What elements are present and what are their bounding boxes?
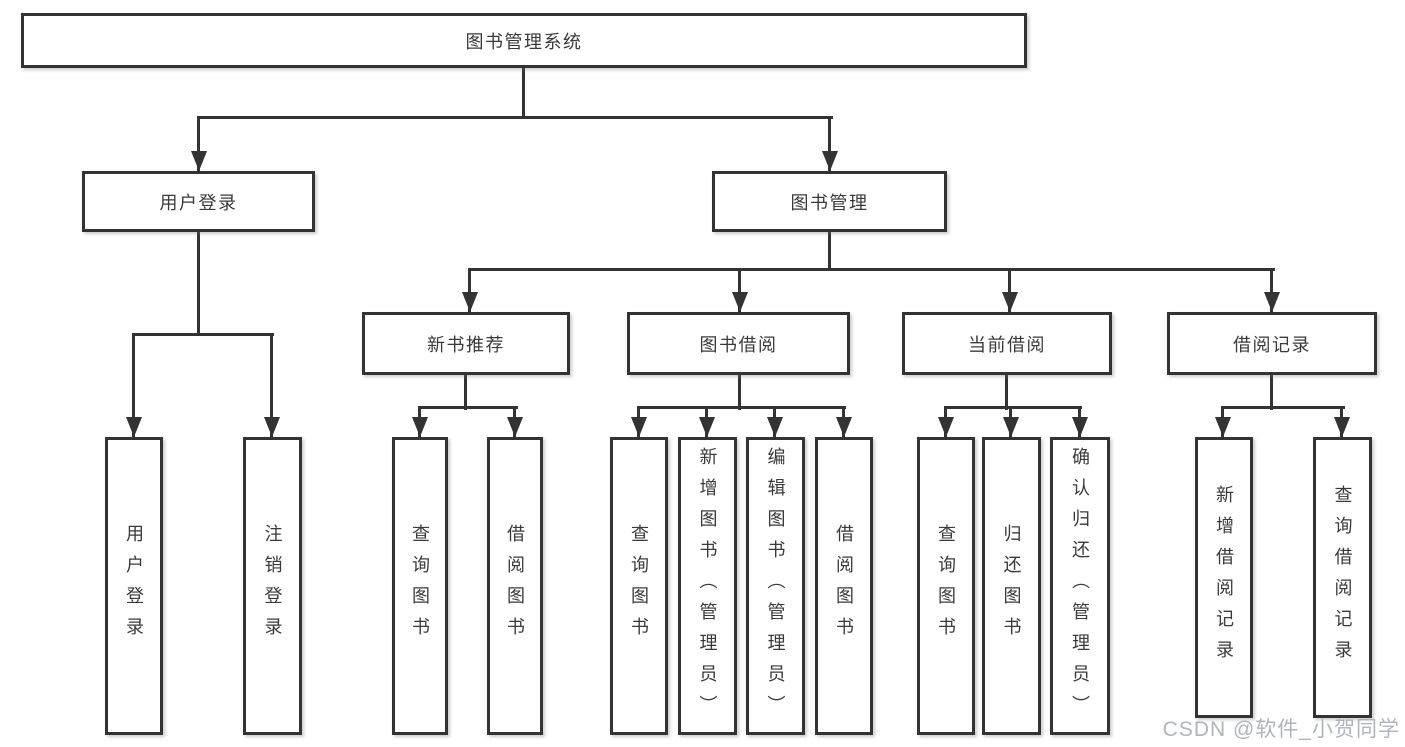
connector-line <box>197 230 200 336</box>
connector-line <box>1005 373 1008 410</box>
leaf-return-books: 归还图书 <box>982 437 1041 735</box>
node-book-management: 图书管理 <box>712 171 947 232</box>
leaf-label: 新增借阅记录 <box>1214 484 1234 671</box>
csdn-watermark: CSDN @软件_小贺同学 <box>1162 718 1400 741</box>
connector-line <box>637 406 846 409</box>
arrow-down-icon <box>767 417 783 437</box>
leaf-add-books-admin: 新增图书（管理员） <box>678 437 737 735</box>
arrow-down-icon <box>732 292 748 312</box>
arrow-down-icon <box>699 417 715 437</box>
leaf-user-login: 用户登录 <box>105 437 163 735</box>
connector-line <box>738 270 741 312</box>
arrow-down-icon <box>507 417 523 437</box>
leaf-label: 查询图书 <box>629 524 649 648</box>
connector-line <box>468 270 471 312</box>
arrow-down-icon <box>1264 292 1280 312</box>
node-book-borrowing: 图书借阅 <box>627 312 850 375</box>
connector-line <box>944 406 1082 409</box>
leaf-label: 编辑图书（管理员） <box>765 446 786 726</box>
connector-line <box>738 373 741 410</box>
connector-line <box>522 68 525 118</box>
connector-line <box>132 333 274 336</box>
node-new-book-recommend: 新书推荐 <box>362 312 570 375</box>
arrow-down-icon <box>126 417 142 437</box>
connector-line <box>197 116 833 119</box>
arrow-down-icon <box>836 417 852 437</box>
leaf-logout-login: 注销登录 <box>243 437 302 735</box>
leaf-query-books-borrowing: 查询图书 <box>610 437 668 735</box>
arrow-down-icon <box>1002 292 1018 312</box>
connector-line <box>270 335 273 437</box>
arrow-down-icon <box>822 151 838 171</box>
arrow-down-icon <box>191 151 207 171</box>
arrow-down-icon <box>1215 417 1231 437</box>
node-user-login: 用户登录 <box>82 171 315 232</box>
leaf-borrow-books-recommend: 借阅图书 <box>487 437 543 735</box>
leaf-confirm-return-admin: 确认归还（管理员） <box>1050 437 1110 735</box>
leaf-label: 确认归还（管理员） <box>1070 446 1090 726</box>
arrow-down-icon <box>462 292 478 312</box>
leaf-query-books-recommend: 查询图书 <box>392 437 448 735</box>
leaf-add-borrow-record: 新增借阅记录 <box>1195 437 1253 718</box>
connector-line <box>828 230 831 271</box>
leaf-query-books-current: 查询图书 <box>917 437 975 735</box>
node-root-system: 图书管理系统 <box>21 13 1027 68</box>
arrow-down-icon <box>1072 417 1088 437</box>
leaf-edit-books-admin: 编辑图书（管理员） <box>746 437 805 735</box>
leaf-label: 新增图书（管理员） <box>697 446 718 726</box>
connector-line <box>1270 373 1273 410</box>
leaf-label: 借阅图书 <box>505 524 525 648</box>
arrow-down-icon <box>1003 417 1019 437</box>
connector-line <box>468 268 1275 271</box>
leaf-label: 注销登录 <box>262 524 283 648</box>
connector-line <box>132 335 135 437</box>
arrow-down-icon <box>412 417 428 437</box>
arrow-down-icon <box>938 417 954 437</box>
node-current-borrowing: 当前借阅 <box>902 312 1112 375</box>
leaf-label: 用户登录 <box>124 524 144 648</box>
leaf-label: 查询图书 <box>410 524 430 648</box>
connector-line <box>1270 270 1273 312</box>
leaf-label: 查询借阅记录 <box>1332 484 1353 671</box>
arrow-down-icon <box>1334 417 1350 437</box>
leaf-label: 归还图书 <box>1001 524 1022 648</box>
arrow-down-icon <box>264 417 280 437</box>
node-borrowing-records: 借阅记录 <box>1167 312 1377 375</box>
connector-line <box>1221 406 1345 409</box>
arrow-down-icon <box>631 417 647 437</box>
connector-line <box>418 406 518 409</box>
connector-line <box>464 373 467 410</box>
connector-line <box>828 118 831 171</box>
leaf-borrow-books: 借阅图书 <box>815 437 873 735</box>
connector-line <box>1008 270 1011 312</box>
connector-line <box>197 118 200 171</box>
leaf-label: 借阅图书 <box>834 524 854 648</box>
leaf-label: 查询图书 <box>936 524 956 648</box>
leaf-query-borrow-record: 查询借阅记录 <box>1313 437 1372 718</box>
